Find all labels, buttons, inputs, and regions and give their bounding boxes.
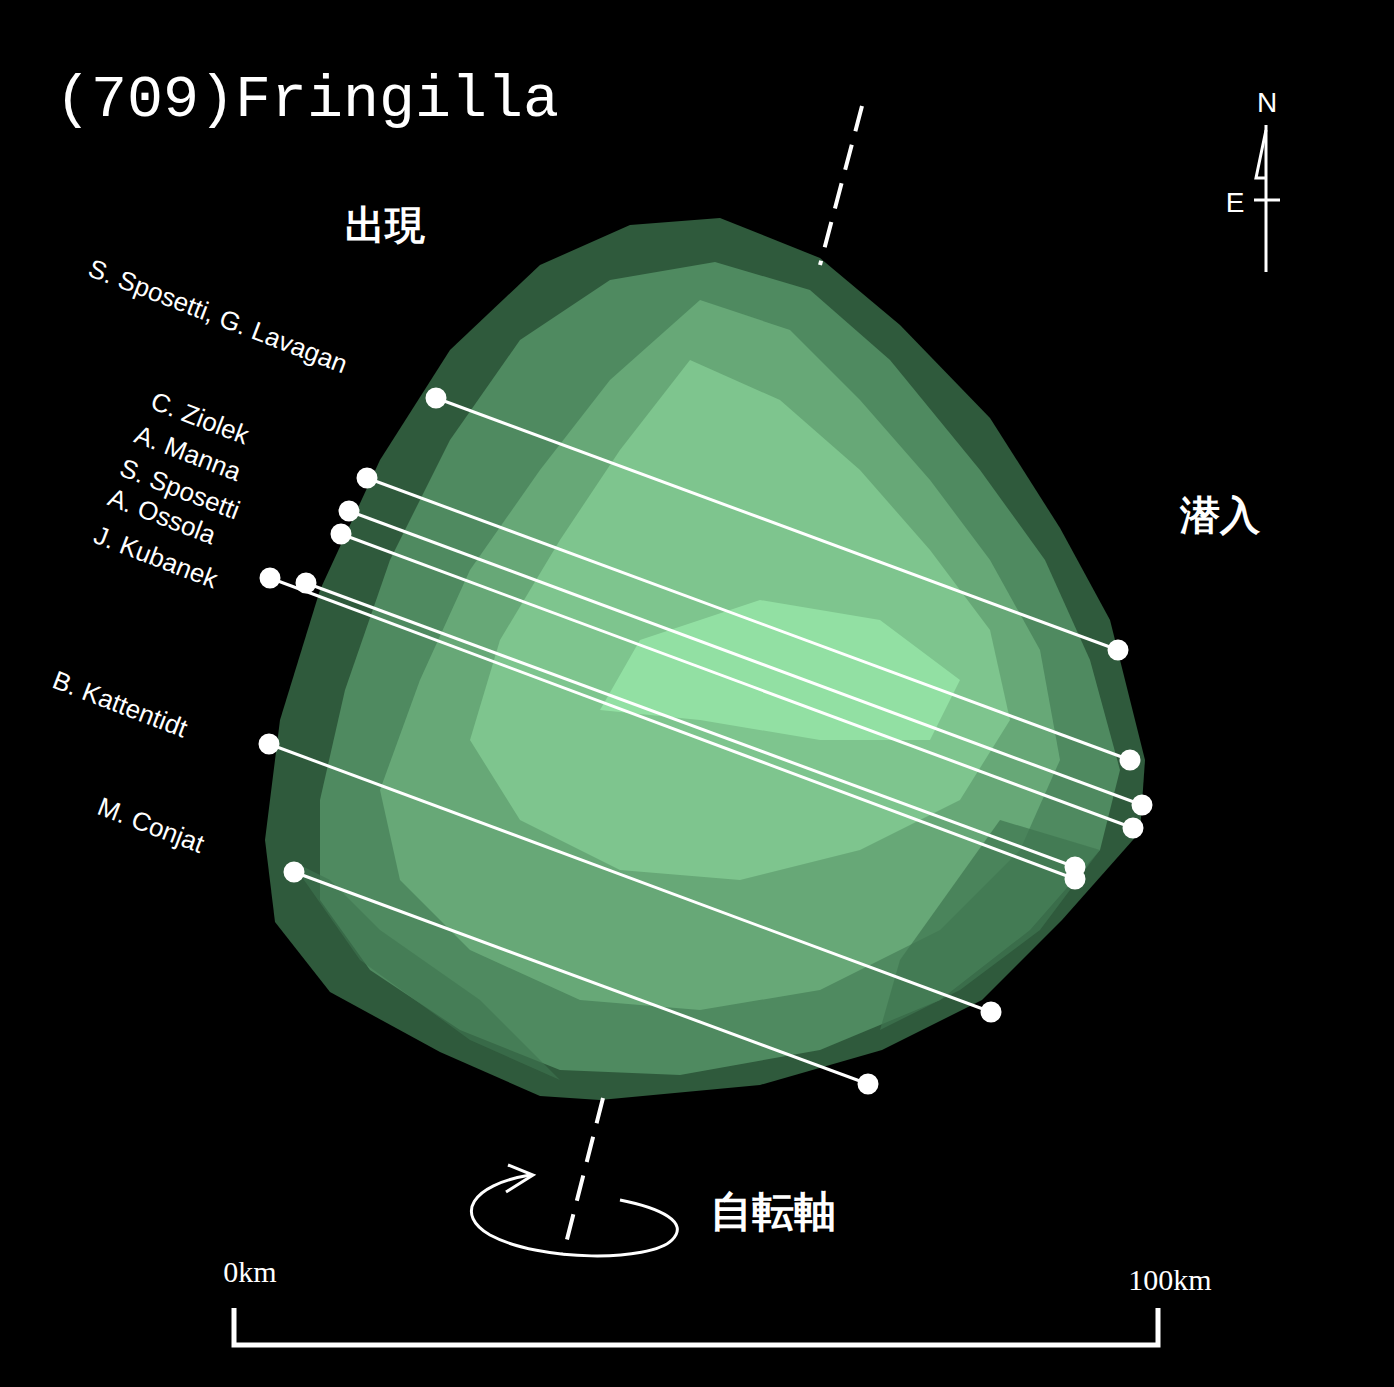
scale-label: 0km [223,1257,276,1287]
asteroid-facet [290,860,560,1080]
asteroid-facet [470,360,1010,880]
rotation-arrowhead [506,1165,533,1192]
axis-label: 自転軸 [710,1191,836,1233]
event-label: 出現 [345,205,425,245]
compass-letter: N [1257,89,1277,117]
scale-bar [234,1308,1158,1345]
scale-label: 100km [1128,1265,1211,1295]
occultation-chords [260,389,1151,1093]
asteroid-facet [880,820,1100,1030]
observer-name: S. Sposetti, G. Lavagan [85,255,351,378]
observer-name: B. Kattentidt [49,666,191,741]
rotation-axis [563,1098,603,1255]
asteroid-outline [265,218,1145,1100]
rotation-axis [820,106,862,265]
rotation-arrow [471,1175,677,1256]
title: (709)Fringilla [55,70,559,130]
compass-letter: E [1226,189,1245,217]
observer-name: M. Conjat [94,793,207,857]
compass [1254,125,1280,272]
asteroid-facet [320,262,1120,1075]
event-label: 潜入 [1180,495,1260,535]
